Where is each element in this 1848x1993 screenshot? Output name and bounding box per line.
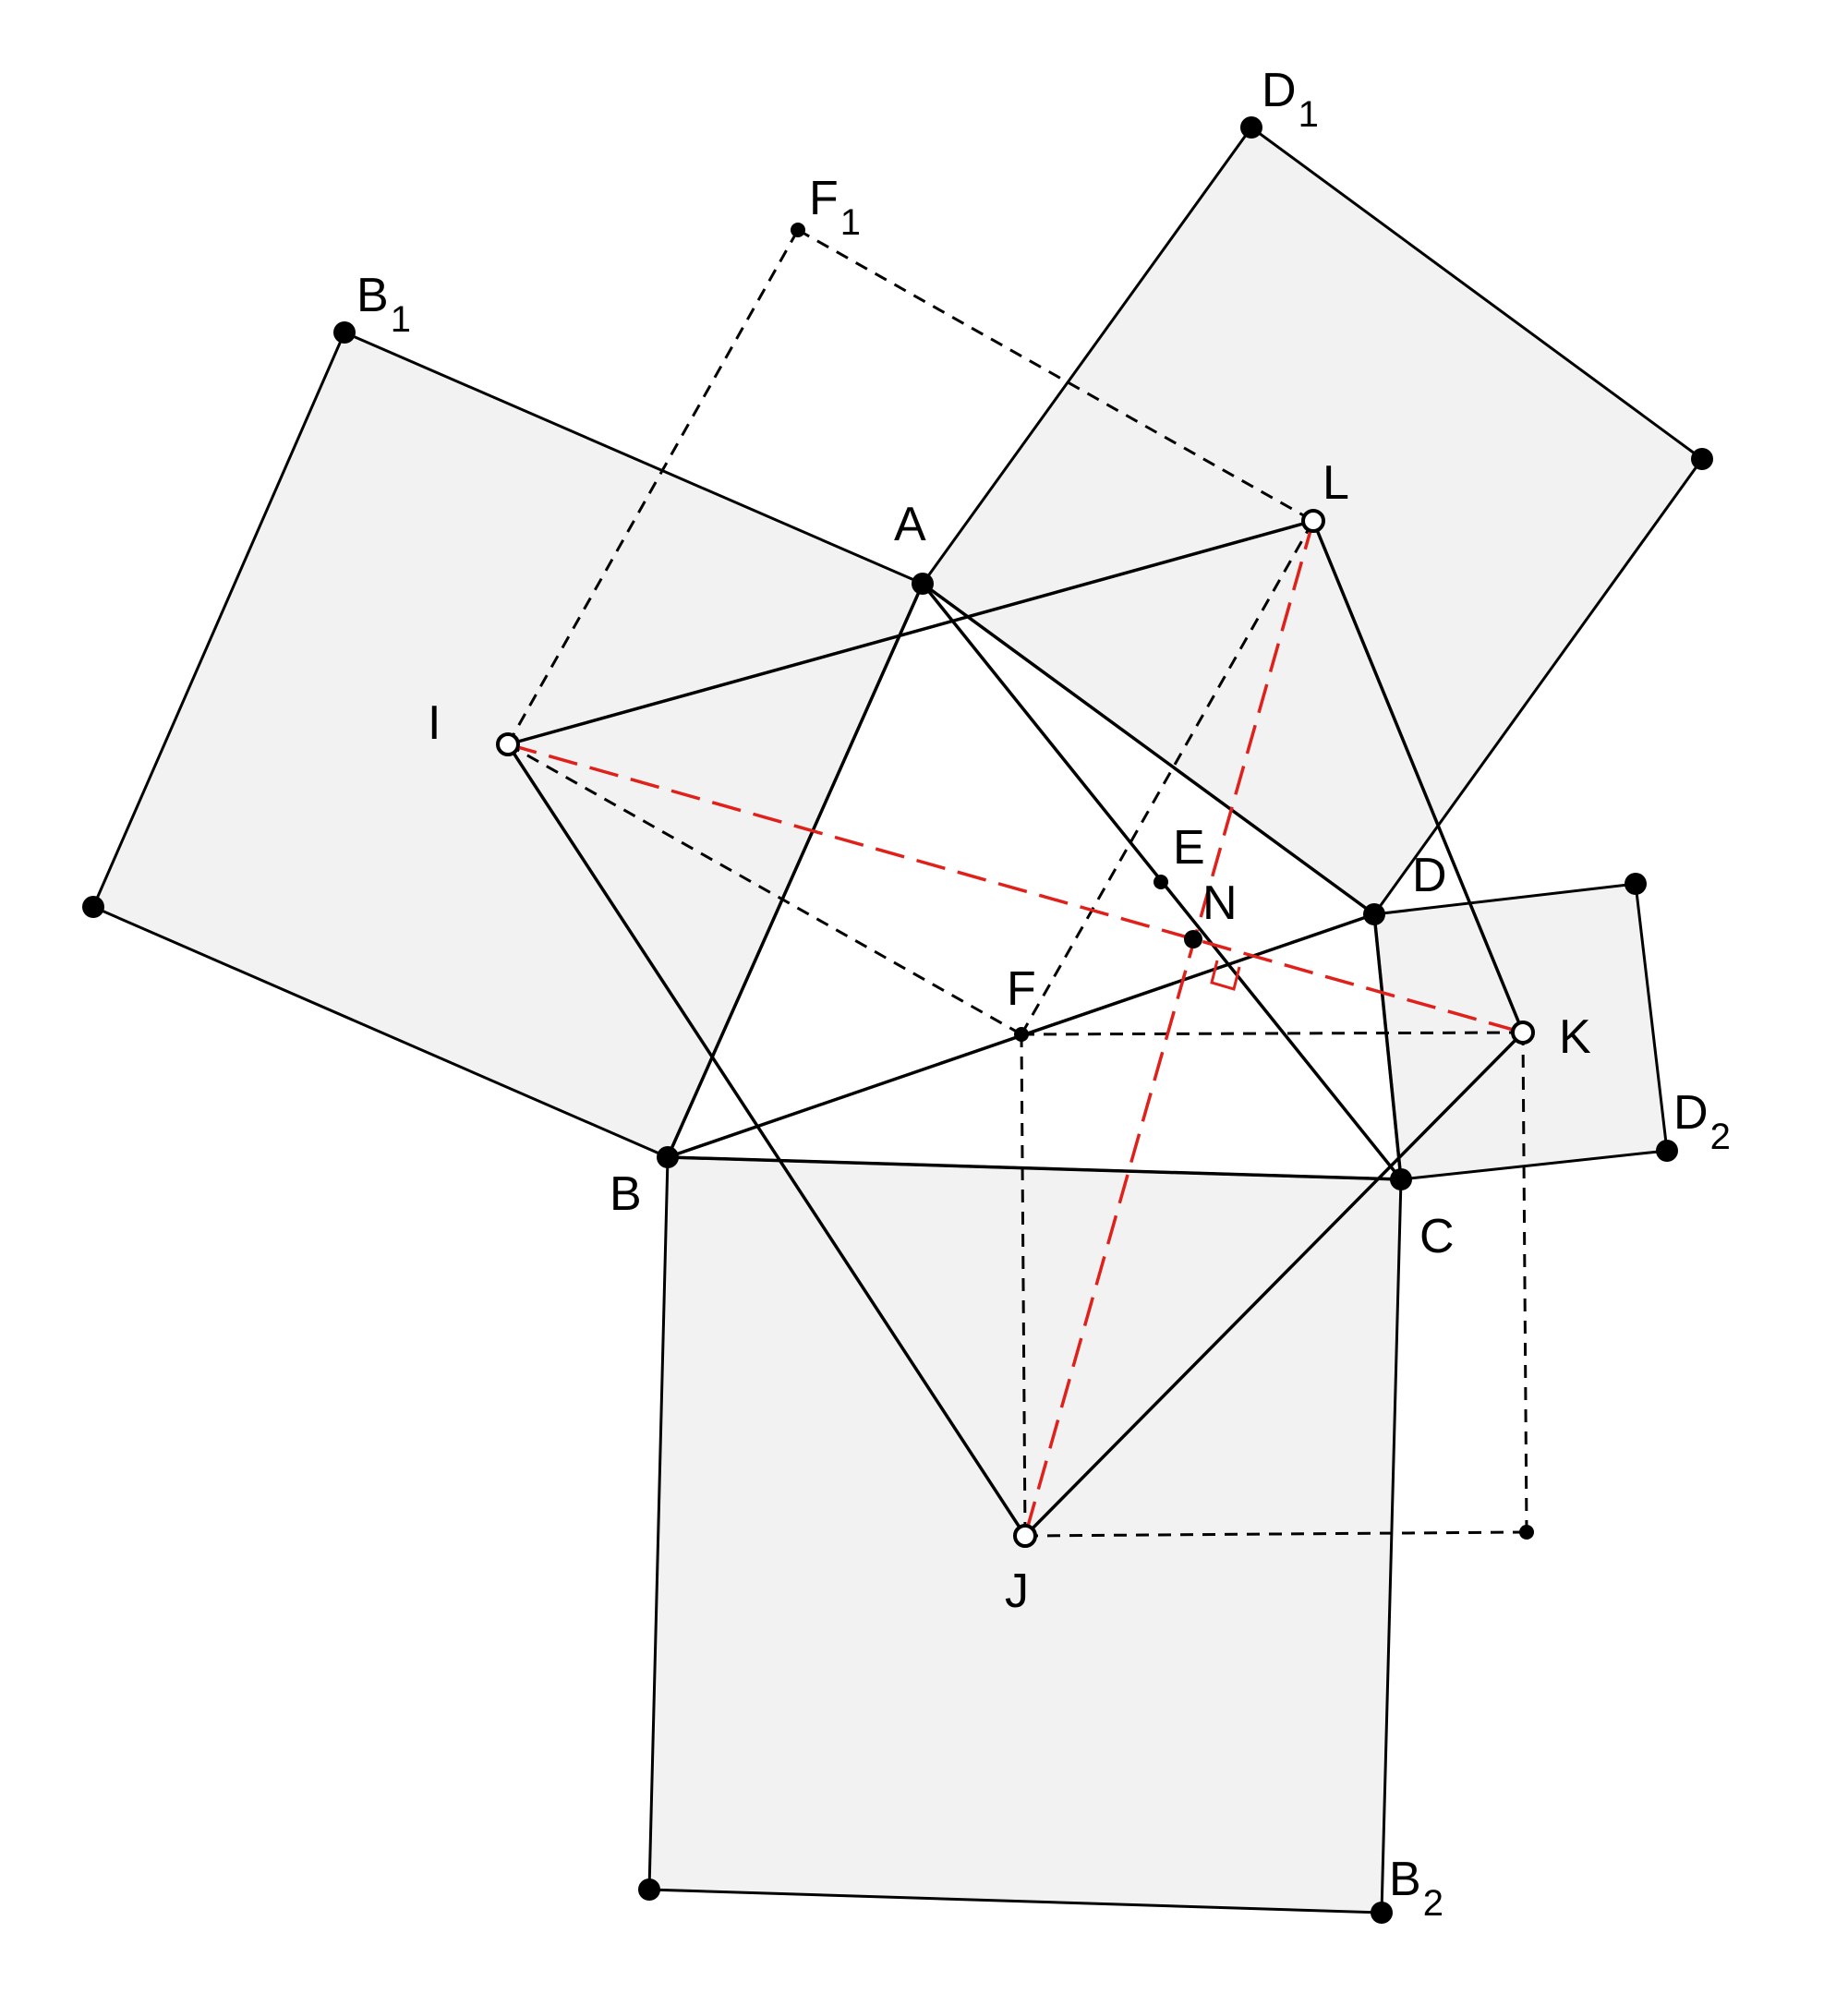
point-labels: A B C D E F I J K L N B1 D1 F1 D2 B2 (356, 64, 1731, 1924)
side-B-C (667, 1155, 1402, 1181)
line-K-J (1023, 1031, 1525, 1538)
line-L-K (1311, 520, 1525, 1033)
shaded-squares (91, 125, 1705, 1914)
point-A (912, 573, 934, 595)
point-N (1184, 930, 1202, 948)
point-D2 (1656, 1140, 1678, 1162)
label-F1: F1 (809, 172, 861, 243)
point-square-AD-corner (1691, 448, 1713, 470)
line-I-L (507, 519, 1314, 746)
point-B (657, 1146, 679, 1168)
red-line-I-K (507, 743, 1524, 1034)
hollow-points (496, 509, 1535, 1548)
point-C (1390, 1168, 1412, 1190)
point-D (1363, 903, 1385, 925)
line-F-J (1020, 1033, 1027, 1537)
label-F: F (1007, 962, 1036, 1016)
point-square-BC-corner (638, 1878, 660, 1901)
line-J-corner (1024, 1530, 1528, 1538)
line-F-L (1020, 520, 1315, 1035)
label-J: J (1005, 1564, 1029, 1618)
side-A-B (666, 583, 924, 1158)
label-K: K (1559, 1010, 1591, 1064)
large-points (82, 116, 1713, 1924)
line-I-F (507, 743, 1022, 1036)
point-F (1014, 1027, 1029, 1042)
point-K (1511, 1021, 1535, 1045)
point-L (1301, 509, 1325, 533)
point-B2 (1371, 1902, 1393, 1924)
line-I-F1 (506, 229, 800, 745)
point-J (1013, 1524, 1037, 1548)
side-C-D (1372, 913, 1403, 1180)
point-D1 (1240, 116, 1262, 139)
red-line-L-J (1023, 520, 1315, 1537)
point-F1 (791, 223, 805, 237)
point-square-AB-corner (82, 896, 104, 918)
point-I (496, 732, 520, 756)
side-D-A (921, 582, 1376, 916)
line-J-I (506, 743, 1027, 1537)
point-E (1153, 875, 1168, 889)
line-F1-L (797, 228, 1314, 523)
label-A: A (894, 498, 926, 551)
dashed-construction-lines (506, 228, 1528, 1538)
label-N: N (1202, 876, 1238, 930)
point-square-DC-corner (1625, 873, 1647, 895)
label-L: L (1323, 456, 1349, 510)
label-B2: B2 (1389, 1853, 1443, 1924)
label-B: B (610, 1167, 642, 1221)
point-dashed-corner (1519, 1525, 1534, 1540)
right-angle-marker (1210, 960, 1241, 991)
label-D1: D1 (1262, 64, 1319, 135)
label-C: C (1419, 1210, 1455, 1263)
line-F-K (1021, 1031, 1524, 1036)
small-points (791, 223, 1534, 1540)
point-B1 (333, 321, 356, 344)
label-D: D (1412, 849, 1447, 902)
label-E: E (1173, 821, 1205, 875)
red-dashed-lines (507, 520, 1524, 1537)
label-B1: B1 (356, 269, 411, 340)
label-I: I (428, 696, 441, 750)
line-K-corner (1521, 1032, 1528, 1533)
label-D2: D2 (1673, 1086, 1731, 1157)
